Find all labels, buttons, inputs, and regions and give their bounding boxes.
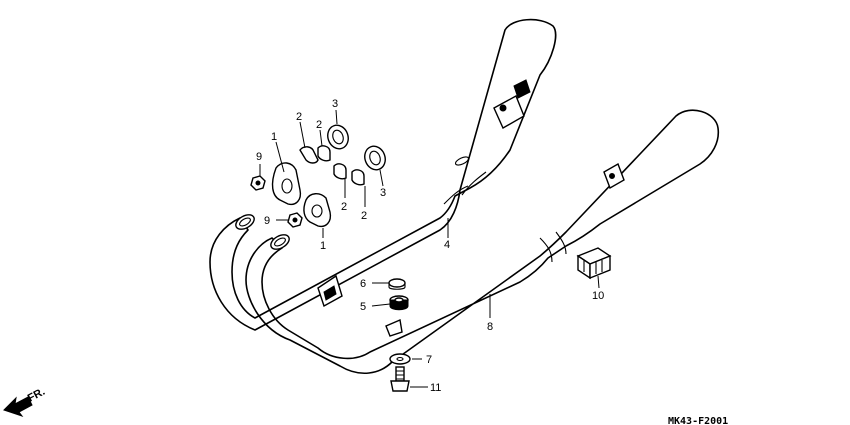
muffler-bracket-lower bbox=[603, 162, 625, 190]
callout-8: 8 bbox=[487, 321, 493, 333]
callout-4: 4 bbox=[444, 239, 450, 251]
gasket-half-2d bbox=[351, 169, 365, 186]
callout-3b: 3 bbox=[380, 187, 386, 199]
callout-5: 5 bbox=[360, 301, 366, 313]
gasket-3b bbox=[364, 145, 386, 171]
callout-6: 6 bbox=[360, 278, 366, 290]
flange-nut-9a bbox=[250, 175, 266, 191]
flange-nut-9b bbox=[287, 212, 303, 228]
callout-2b: 2 bbox=[316, 119, 322, 131]
bolt-11 bbox=[390, 366, 410, 392]
exhaust-pipe-upper bbox=[209, 18, 557, 331]
exhaust-joint-1a bbox=[271, 162, 302, 206]
muffler-bracket-upper bbox=[493, 79, 531, 129]
front-label: FR. bbox=[26, 386, 47, 405]
callout-11: 11 bbox=[430, 382, 441, 394]
pipe-clamp bbox=[317, 274, 403, 337]
exhaust-pipe-lower bbox=[245, 109, 720, 374]
washer-7 bbox=[389, 353, 411, 365]
callout-2c: 2 bbox=[341, 201, 347, 213]
gasket-half-2c bbox=[333, 163, 347, 180]
callout-9b: 9 bbox=[264, 215, 270, 227]
callout-9a: 9 bbox=[256, 151, 262, 163]
callout-1b: 1 bbox=[320, 240, 326, 252]
arrow-left-icon bbox=[3, 396, 33, 417]
rubber-block-10 bbox=[576, 247, 612, 280]
callout-10: 10 bbox=[592, 290, 604, 302]
callouts: 1 1 2 2 2 2 3 3 4 5 6 7 8 9 9 10 11 bbox=[256, 98, 604, 394]
front-direction-arrow: FR. bbox=[3, 386, 47, 417]
callout-2d: 2 bbox=[361, 210, 367, 222]
diagram-code: MK43-F2001 bbox=[668, 416, 728, 425]
gasket-3a bbox=[327, 124, 349, 150]
collar-6 bbox=[388, 278, 406, 290]
leader-lines bbox=[259, 109, 600, 388]
callout-3a: 3 bbox=[332, 98, 338, 110]
callout-2a: 2 bbox=[296, 111, 302, 123]
rubber-mount-5 bbox=[389, 295, 409, 311]
gasket-half-2b bbox=[317, 145, 331, 162]
callout-1a: 1 bbox=[271, 131, 277, 143]
gasket-half-2a bbox=[299, 146, 319, 164]
exhaust-joint-1b bbox=[303, 193, 332, 228]
callout-7: 7 bbox=[426, 354, 432, 366]
